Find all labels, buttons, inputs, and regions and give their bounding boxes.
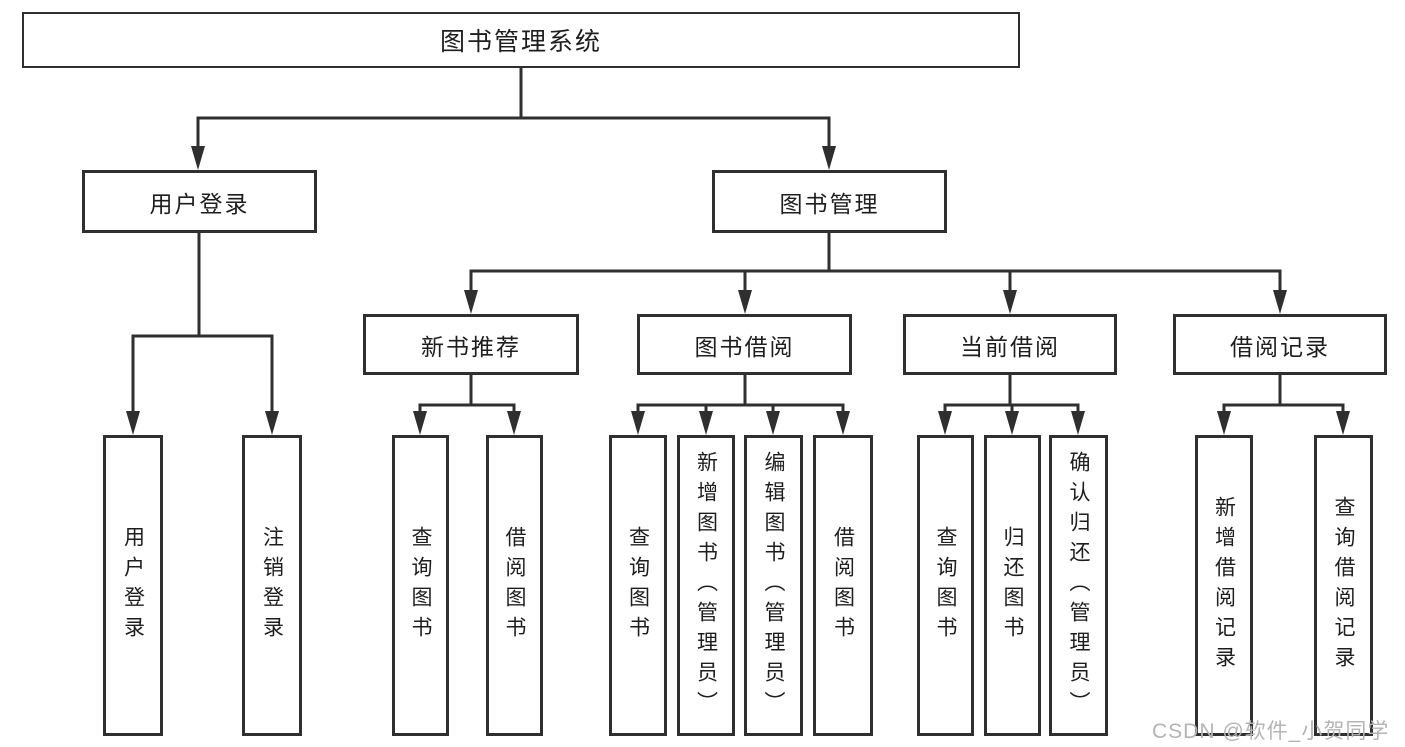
leaf-current-return-books: 归还图书 bbox=[984, 435, 1041, 736]
leaf-records-search-record: 查询借阅记录 bbox=[1314, 435, 1373, 736]
leaf-current-search-books: 查询图书 bbox=[917, 435, 974, 736]
leaf-records-search-record-label: 查询借阅记录 bbox=[1332, 495, 1355, 676]
node-user-login: 用户登录 bbox=[82, 170, 317, 233]
leaf-current-confirm-return-admin-label: 确认归还（管理员） bbox=[1067, 450, 1090, 721]
leaf-borrowing-borrow-books: 借阅图书 bbox=[813, 435, 873, 736]
arrowheads bbox=[126, 146, 1350, 435]
node-new-book-recommend-label: 新书推荐 bbox=[421, 333, 521, 360]
leaf-borrowing-search-books: 查询图书 bbox=[609, 435, 667, 736]
leaf-user-login: 用户登录 bbox=[103, 435, 163, 736]
leaf-records-add-record-label: 新增借阅记录 bbox=[1212, 495, 1236, 676]
leaf-borrowing-edit-books-admin: 编辑图书（管理员） bbox=[744, 435, 803, 736]
leaf-current-confirm-return-admin: 确认归还（管理员） bbox=[1049, 435, 1108, 736]
leaf-records-add-record: 新增借阅记录 bbox=[1195, 435, 1253, 736]
leaf-newrec-borrow-books-label: 借阅图书 bbox=[503, 525, 526, 646]
leaf-user-login-label: 用户登录 bbox=[121, 525, 145, 646]
node-book-borrowing-label: 图书借阅 bbox=[694, 333, 795, 360]
leaf-logout-label: 注销登录 bbox=[260, 525, 284, 646]
node-user-login-label: 用户登录 bbox=[149, 190, 250, 217]
leaf-logout: 注销登录 bbox=[242, 435, 302, 736]
leaf-borrowing-borrow-books-label: 借阅图书 bbox=[831, 525, 855, 646]
node-new-book-recommend: 新书推荐 bbox=[363, 314, 579, 375]
node-library-system: 图书管理系统 bbox=[22, 12, 1020, 68]
leaf-newrec-search-books: 查询图书 bbox=[392, 435, 449, 736]
node-book-borrowing: 图书借阅 bbox=[637, 314, 852, 375]
leaf-current-search-books-label: 查询图书 bbox=[934, 525, 957, 646]
node-book-management-label: 图书管理 bbox=[779, 190, 880, 217]
csdn-watermark: CSDN @软件_小贺同学 bbox=[1152, 720, 1390, 743]
leaf-newrec-search-books-label: 查询图书 bbox=[409, 525, 432, 646]
node-book-management: 图书管理 bbox=[712, 170, 947, 233]
leaf-borrowing-edit-books-admin-label: 编辑图书（管理员） bbox=[762, 450, 785, 721]
leaf-borrowing-add-books-admin-label: 新增图书（管理员） bbox=[694, 450, 718, 721]
node-library-system-label: 图书管理系统 bbox=[439, 28, 602, 56]
node-current-borrowing: 当前借阅 bbox=[903, 314, 1117, 375]
leaf-current-return-books-label: 归还图书 bbox=[1001, 525, 1024, 646]
leaf-borrowing-search-books-label: 查询图书 bbox=[626, 525, 650, 646]
node-borrow-records: 借阅记录 bbox=[1173, 314, 1387, 375]
node-current-borrowing-label: 当前借阅 bbox=[960, 333, 1060, 360]
leaf-borrowing-add-books-admin: 新增图书（管理员） bbox=[677, 435, 735, 736]
node-borrow-records-label: 借阅记录 bbox=[1230, 333, 1330, 360]
leaf-newrec-borrow-books: 借阅图书 bbox=[486, 435, 543, 736]
